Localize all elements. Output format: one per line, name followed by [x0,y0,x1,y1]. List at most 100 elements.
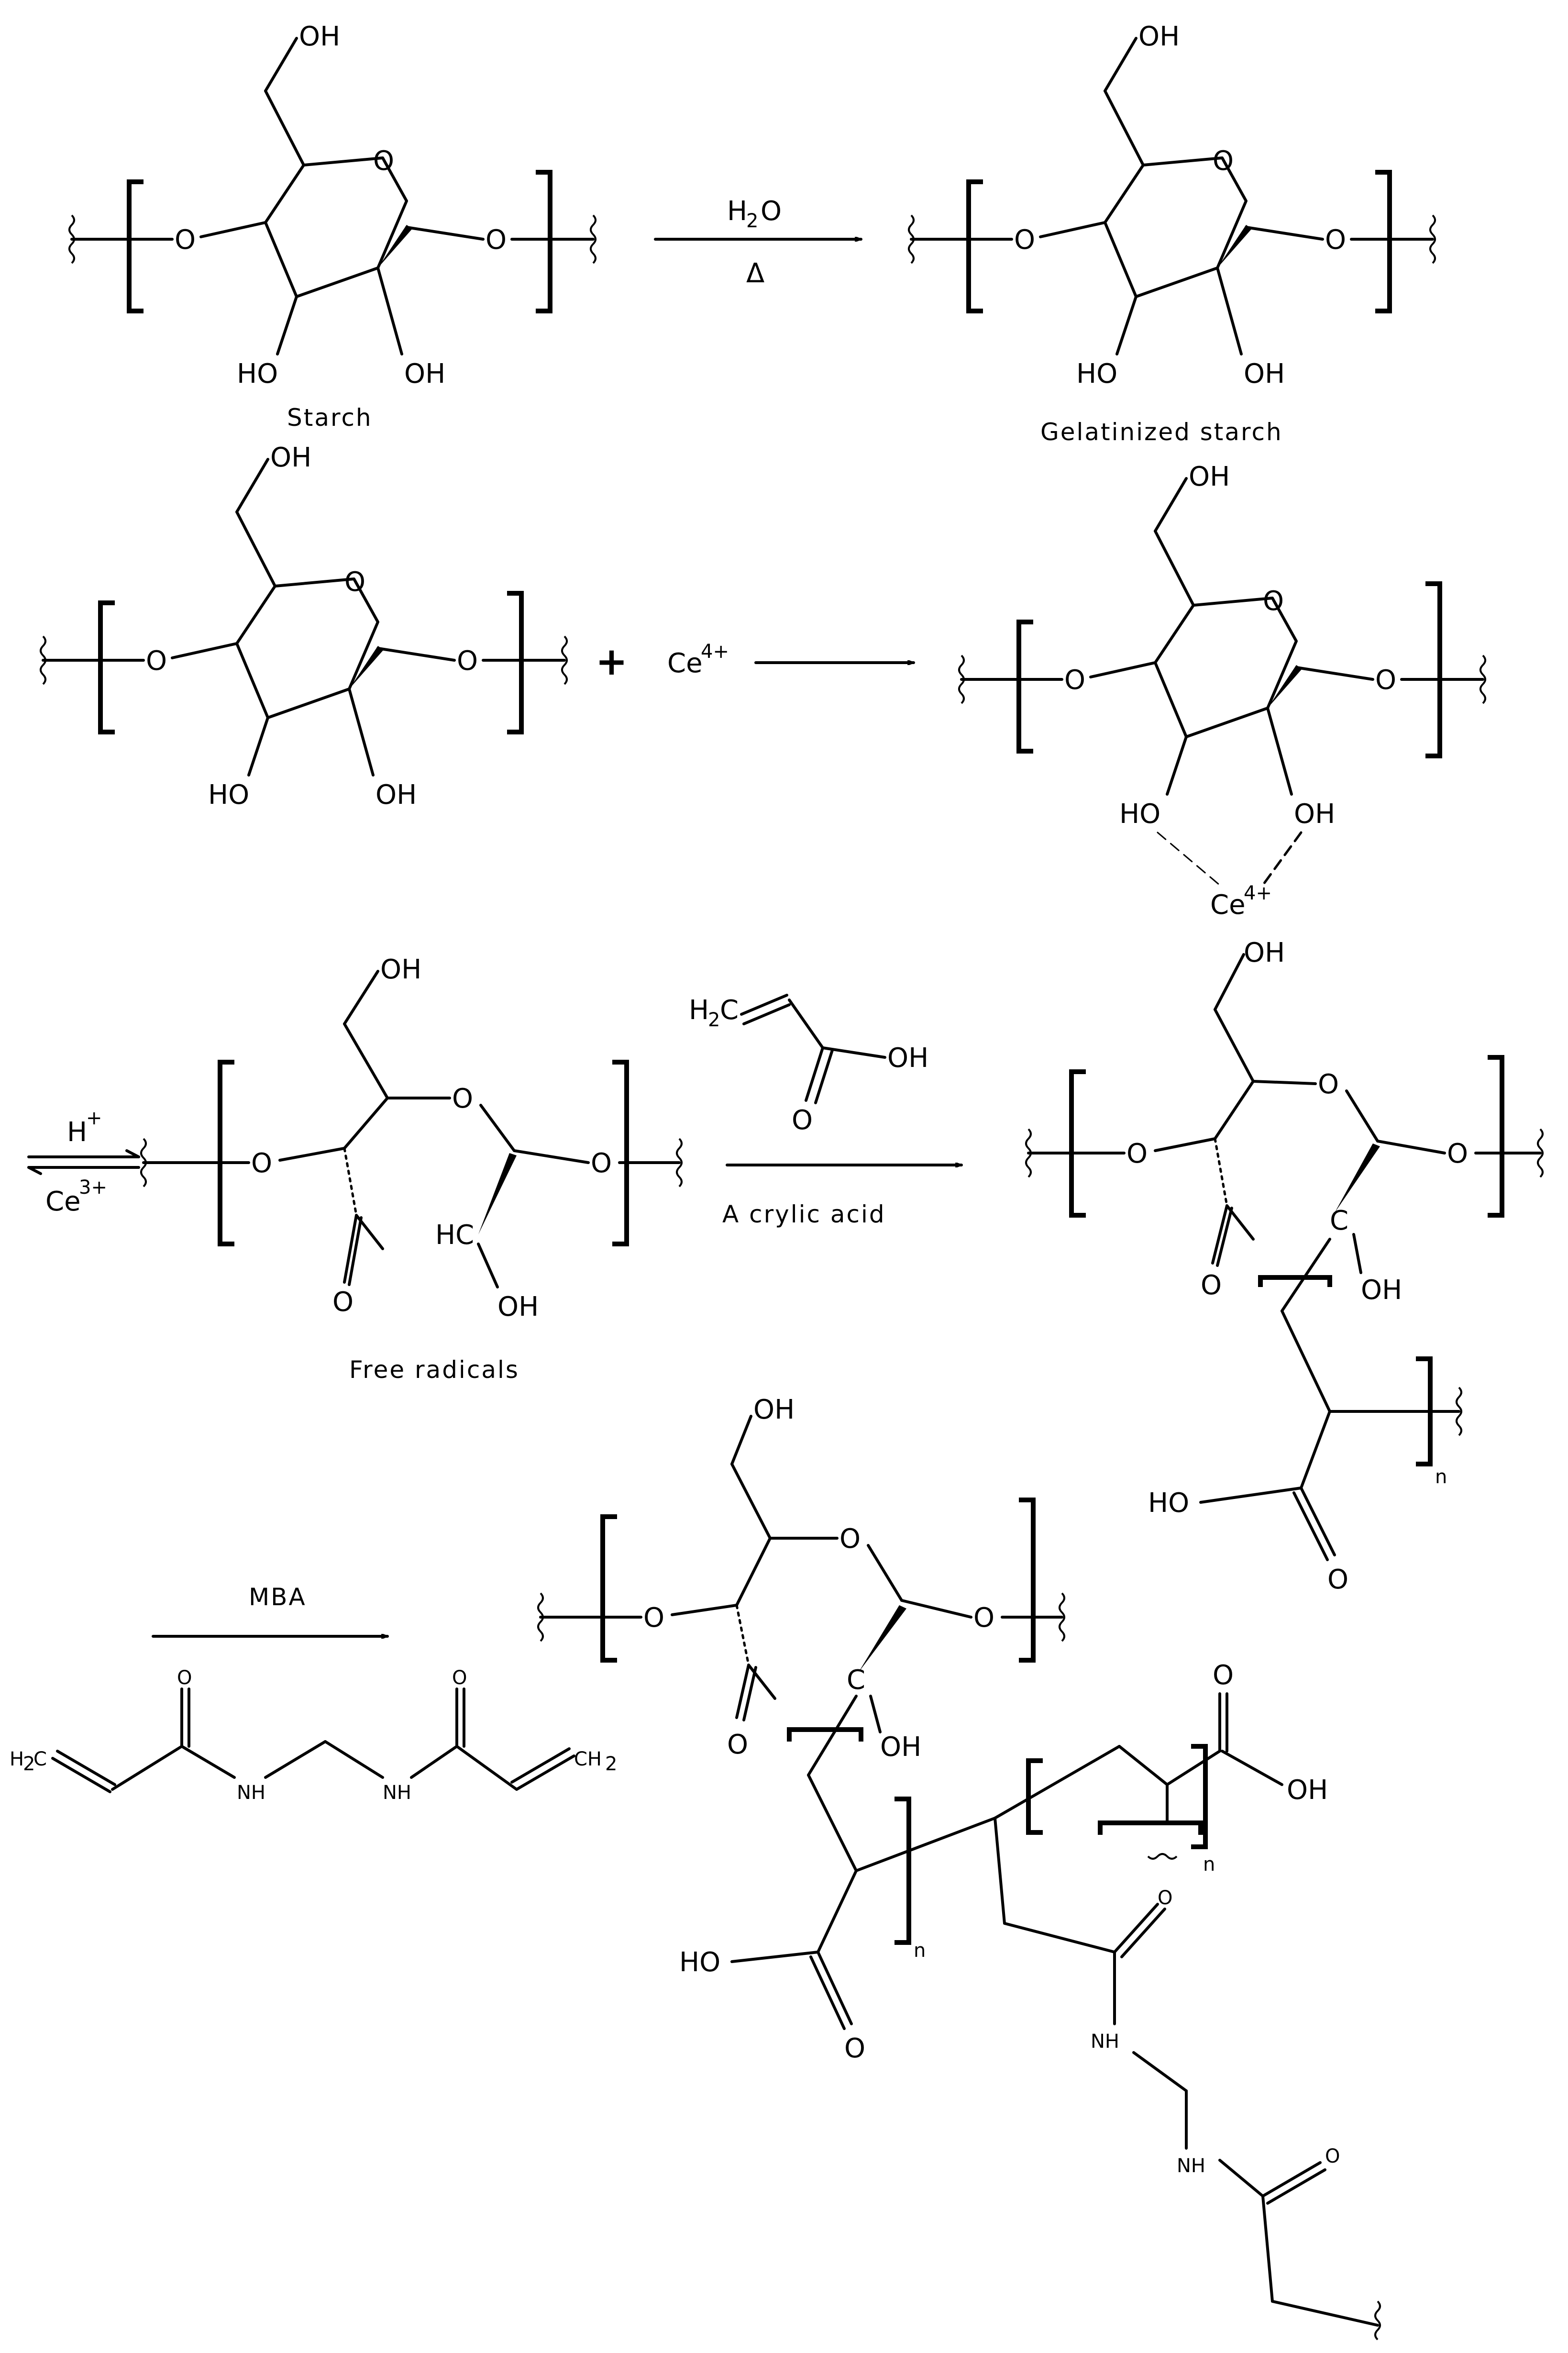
mba-ch2: CH [574,1748,602,1770]
atom-o: O [643,1602,664,1633]
atom-ho: HO [679,1947,720,1978]
repeat-n: n [1435,1466,1447,1488]
starch-reactant: O O OH O HO OH [40,442,568,810]
atom-oh: OH [1294,799,1335,830]
atom-o: O [1447,1138,1468,1169]
atom-ho: HO [208,779,249,810]
atom-c: C [847,1665,865,1696]
caption-starch: Starch [287,404,373,432]
free-radical-molecule: O O OH O O HC OH Free radicals [140,954,683,1384]
acrylic-acid-reagent: H 2 C OH O [689,994,928,1136]
atom-o: O [973,1602,994,1633]
mba-nh: NH [237,1782,265,1804]
caption-free-radicals: Free radicals [349,1356,519,1384]
arrow-crosslinking: MBA [152,1583,389,1636]
mba-nh: NH [383,1782,411,1804]
atom-oh: OH [375,779,417,810]
atom-o: O [1375,665,1396,696]
atom-oh: OH [1138,21,1180,52]
gelatinized-starch-molecule: O O OH O HO OH Gelatinized starch [908,21,1436,446]
atom-ho: HO [1119,799,1160,830]
atom-oh: OH [1244,937,1285,968]
starch-molecule: O O OH O HO OH Starch [68,21,596,432]
atom-oh: OH [1189,461,1230,492]
acrylic-sub-2: 2 [708,1009,720,1031]
mba-o: O [452,1667,467,1689]
starch-cerium-complex: O O OH O HO OH Ce 4+ [958,461,1486,921]
repeat-n: n [1203,1854,1215,1876]
atom-nh: NH [1177,2155,1205,2177]
acrylic-c: C [720,995,739,1026]
atom-carbonyl-o: O [1213,1660,1234,1691]
atom-oh: OH [404,358,445,389]
atom-aldehyde-o: O [1201,1270,1222,1301]
atom-ring-o: O [344,566,365,598]
atom-c: C [1330,1205,1348,1236]
atom-o: O [591,1148,612,1179]
cerium-ion: Ce [667,648,703,679]
atom-oh: OH [380,954,421,985]
arrow-label-h: H [727,196,747,227]
atom-o: O [251,1148,272,1179]
atom-oh: OH [1244,358,1285,389]
atom-oh: OH [753,1394,795,1425]
repeat-n: n [914,1940,926,1962]
atom-o: O [1064,665,1085,696]
atom-oh: OH [497,1291,539,1322]
atom-ring-o: O [452,1083,473,1114]
atom-ring-o: O [839,1523,861,1554]
cerium-ion: Ce [1210,889,1246,921]
crosslinked-hydrogel: O O OH O O C OH n HO O [537,1394,1381,2341]
cerium-3-ion: Ce [45,1186,81,1217]
equilibrium-arrow: H + Ce 3+ [27,1107,140,1217]
mba-crosslinker: H 2 C O NH NH O CH 2 [10,1667,617,1804]
arrow-grafting: A crylic acid [722,1165,963,1228]
grafted-copolymer: O O OH O O C OH n HO O [1025,937,1544,1595]
acrylic-oh: OH [887,1043,928,1074]
cerium-charge: 4+ [701,641,729,663]
atom-o: O [457,645,478,677]
atom-o: O [146,645,167,677]
atom-ring-o: O [1318,1069,1339,1100]
atom-ho: HO [237,358,278,389]
atom-o: O [486,224,507,255]
atom-hc: HC [435,1220,474,1251]
caption-acrylic-acid: A crylic acid [722,1200,886,1228]
proton: H [67,1117,87,1148]
atom-aldehyde-o: O [332,1287,353,1318]
atom-o: O [1325,224,1346,255]
atom-ho: HO [1148,1487,1189,1519]
plus-sign: + [596,639,628,684]
atom-carbonyl-o: O [1327,1564,1348,1595]
arrow-label-o: O [761,196,782,227]
proton-charge: + [86,1107,102,1129]
atom-carbonyl-o: O [844,2033,865,2064]
atom-ring-o: O [1263,586,1284,617]
atom-ring-o: O [1213,145,1234,177]
atom-oh: OH [880,1731,921,1763]
atom-o: O [1014,224,1035,255]
acrylic-o: O [792,1105,813,1136]
arrow-label-delta: Δ [746,258,764,289]
atom-oh: OH [299,21,340,52]
atom-nh: NH [1091,2031,1119,2053]
atom-amide-o: O [1158,1887,1172,1909]
mba-o: O [177,1667,192,1689]
mba-sub-2: 2 [23,1753,35,1775]
atom-ring-o: O [373,145,394,177]
atom-amide-o: O [1325,2145,1340,2167]
mba-label: MBA [249,1583,307,1611]
atom-aldehyde-o: O [727,1729,748,1760]
atom-oh: OH [270,442,311,473]
mba-c: C [33,1748,47,1770]
atom-o: O [1126,1138,1148,1169]
acrylic-h2c: H [689,995,709,1026]
atom-o: O [175,224,196,255]
caption-gelatinized-starch: Gelatinized starch [1040,418,1283,446]
mba-h2c: H [10,1748,24,1770]
atom-oh: OH [1287,1775,1328,1806]
atom-ho: HO [1076,358,1117,389]
atom-oh: OH [1361,1275,1402,1306]
cerium-charge: 4+ [1244,882,1272,904]
